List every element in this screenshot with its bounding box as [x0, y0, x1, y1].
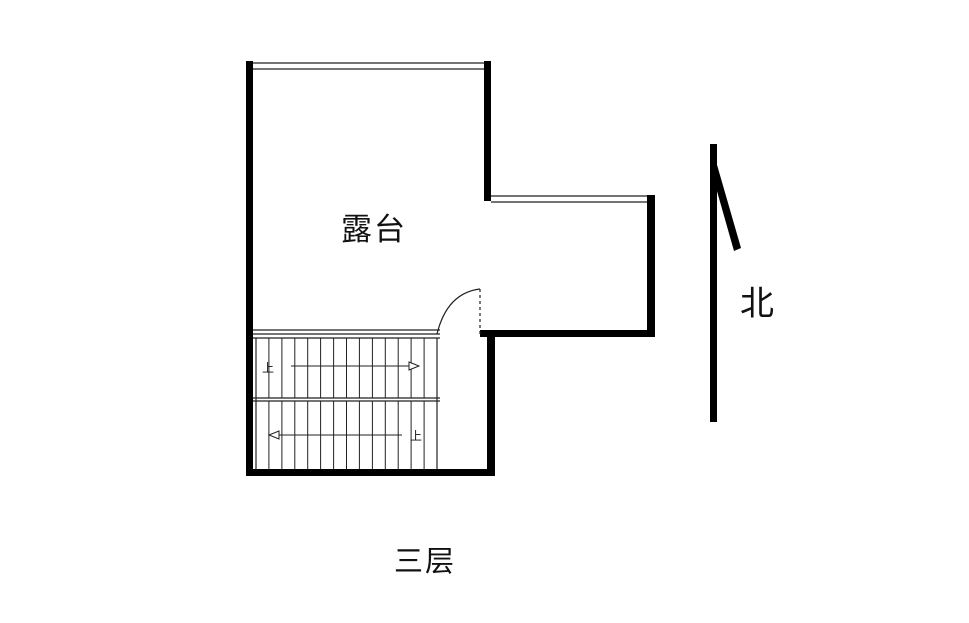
north-arrow-shaft	[710, 144, 717, 422]
stair-arrow-lower-head	[267, 430, 280, 440]
north-arrow-barb	[711, 144, 741, 251]
railings	[253, 62, 647, 469]
stair-arrow-upper-head	[408, 361, 421, 371]
wall-west	[246, 61, 253, 476]
floor-label: 三层	[394, 544, 457, 578]
north-label: 北	[740, 284, 774, 324]
wall-bump-east	[647, 195, 655, 337]
wall-south	[246, 469, 495, 476]
stair-arrows	[267, 361, 421, 440]
door-arc	[436, 288, 481, 335]
stair-up-mark-upper: 上	[262, 361, 275, 375]
room-label-terrace: 露台	[341, 212, 407, 248]
north-arrow-icon	[710, 144, 741, 422]
wall-east-upper	[484, 61, 491, 201]
wall-east-lower	[487, 330, 495, 476]
door	[436, 288, 481, 335]
wall-bump-south	[480, 330, 655, 337]
outer-walls	[246, 61, 655, 476]
stair-up-mark-lower: 上	[410, 429, 423, 443]
stair-treads-upper	[268, 338, 425, 398]
